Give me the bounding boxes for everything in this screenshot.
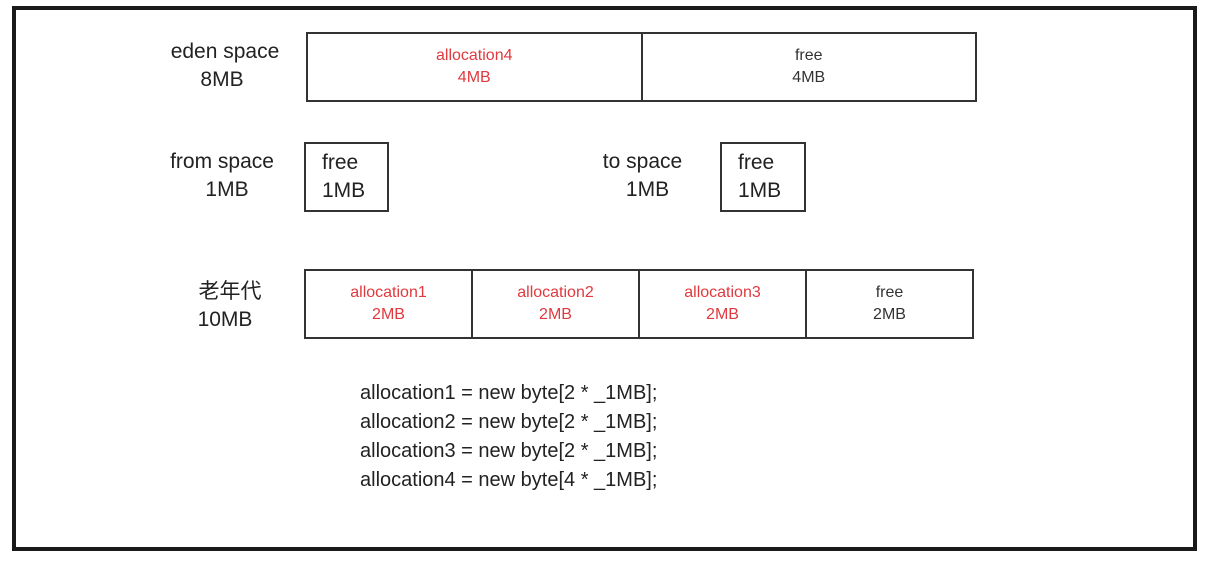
old-gen-cell-name: free [875,284,904,301]
code-block: allocation1 = new byte[2 * _1MB]; alloca… [360,379,657,495]
old-gen-label: 老年代 10MB [180,278,280,334]
from-space-size: 1MB [205,178,249,201]
old-gen-bar: allocation1 2MB allocation2 2MB allocati… [304,269,974,339]
to-space-box-name: free [738,151,775,174]
old-gen-name: 老年代 [198,280,262,303]
old-gen-cell-size: 2MB [372,306,405,323]
old-gen-cell-size: 2MB [873,306,906,323]
to-space-box: free 1MB [720,142,806,212]
eden-space-bar: allocation4 4MB free 4MB [306,32,977,102]
code-line: allocation2 = new byte[2 * _1MB]; [360,411,658,433]
eden-cell-allocation4: allocation4 4MB [308,34,641,100]
old-gen-cell-allocation2: allocation2 2MB [471,271,638,337]
from-space-box: free 1MB [304,142,389,212]
code-line: allocation1 = new byte[2 * _1MB]; [360,382,658,404]
code-line: allocation3 = new byte[2 * _1MB]; [360,440,658,462]
to-space-name: to space [602,150,683,173]
to-space-size: 1MB [625,178,670,201]
eden-cell-free: free 4MB [640,34,976,100]
old-gen-size: 10MB [197,308,253,331]
from-space-box-size: 1MB [322,179,366,202]
eden-space-name: eden space [170,40,280,63]
old-gen-cell-free: free 2MB [805,271,972,337]
to-space-box-size: 1MB [738,179,782,202]
code-line: allocation4 = new byte[4 * _1MB]; [360,469,658,491]
old-gen-cell-size: 2MB [706,306,739,323]
old-gen-cell-size: 2MB [539,306,572,323]
eden-cell-size: 4MB [792,69,826,86]
from-space-box-name: free [322,151,359,174]
old-gen-cell-allocation3: allocation3 2MB [638,271,805,337]
eden-space-label: eden space 8MB [150,38,300,94]
eden-space-size: 8MB [200,68,244,91]
eden-cell-size: 4MB [457,69,491,86]
eden-cell-name: allocation4 [436,47,513,64]
from-space-name: from space [170,150,274,173]
old-gen-cell-allocation1: allocation1 2MB [306,271,471,337]
old-gen-cell-name: allocation2 [517,284,594,301]
eden-cell-name: free [794,47,823,64]
from-space-label: from space 1MB [152,148,292,204]
to-space-label: to space 1MB [585,148,700,204]
old-gen-cell-name: allocation1 [350,284,427,301]
old-gen-cell-name: allocation3 [684,284,761,301]
